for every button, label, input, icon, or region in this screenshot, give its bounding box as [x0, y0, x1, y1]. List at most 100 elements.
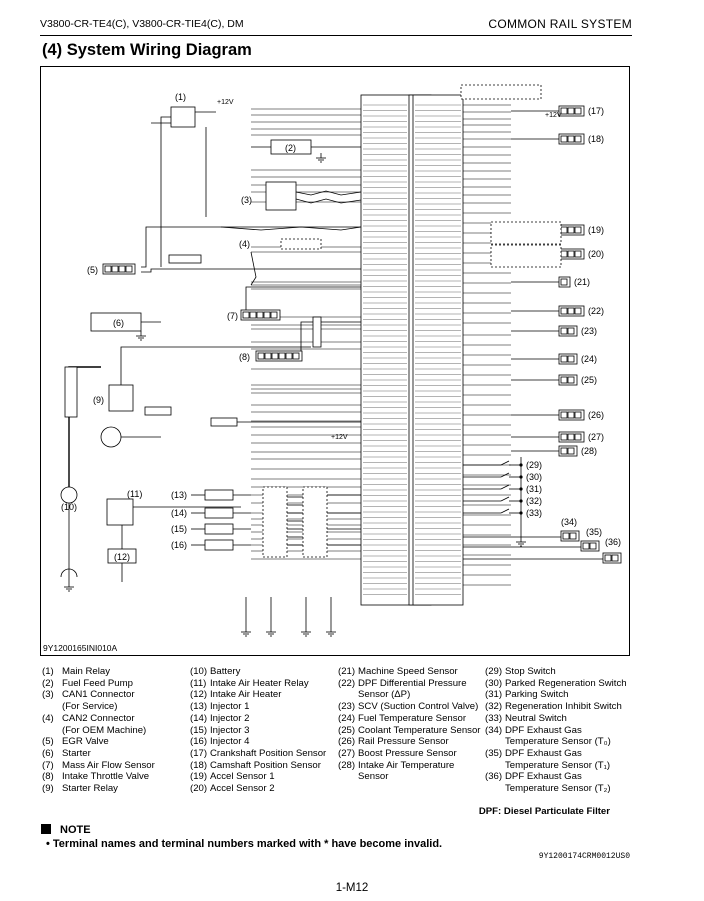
- wire: [300, 321, 361, 351]
- ecu-connector-right: [412, 94, 464, 606]
- callout-egr-valve: (5): [87, 265, 98, 275]
- callout-can2-connector: (4): [239, 239, 250, 249]
- callout-heater-relay: (11): [127, 489, 142, 499]
- switch-contact-icon: [500, 484, 510, 490]
- throttle-harness: [312, 316, 322, 348]
- callout-intake-heater: (12): [114, 552, 130, 562]
- legend-item: (3)CAN1 Connector: [42, 689, 135, 701]
- connector-pin: [111, 265, 119, 273]
- header-section: COMMON RAIL SYSTEM: [488, 17, 632, 31]
- legend-item: (15)Injector 3: [190, 724, 250, 736]
- callout-intake-throttle: (8): [239, 352, 250, 362]
- connector-pin: [567, 226, 575, 234]
- connector-pin: [562, 532, 570, 540]
- connector-pin: [256, 311, 264, 319]
- legend-item: (18)Camshaft Position Sensor: [190, 759, 321, 771]
- callout-injector-4: (16): [171, 540, 187, 550]
- connector-pin: [560, 250, 568, 258]
- legend-item: (32)Regeneration Inhibit Switch: [485, 701, 622, 713]
- callout-coolant-temp-sensor: (25): [581, 375, 597, 385]
- legend-item: (7)Mass Air Flow Sensor: [42, 759, 155, 771]
- legend-item: (5)EGR Valve: [42, 736, 109, 748]
- callout-boost-pressure-sensor: (27): [588, 432, 604, 442]
- connector-pin: [574, 107, 582, 115]
- note-heading: NOTE: [41, 824, 91, 836]
- connector-pin: [569, 532, 577, 540]
- legend-item: (21)Machine Speed Sensor: [338, 666, 458, 677]
- callout-maf-sensor: (7): [227, 311, 238, 321]
- legend-item: (17)Crankshaft Position Sensor: [190, 747, 327, 759]
- callout-fuel-temp-sensor: (24): [581, 354, 597, 364]
- wire: [141, 226, 361, 268]
- connector-pin: [567, 250, 575, 258]
- callout-injector-2: (14): [171, 508, 187, 518]
- callout-switch-33: (33): [526, 508, 542, 518]
- legend-item: (13)Injector 1: [190, 701, 250, 713]
- connector-pin: [257, 352, 265, 360]
- callout-switch-31: (31): [526, 484, 542, 494]
- key-switch-icon: [100, 426, 122, 448]
- legend-item: Sensor: [358, 771, 389, 783]
- callout-scv: (23): [581, 326, 597, 336]
- accel-harness: [490, 221, 562, 245]
- voltage-label-right: +12V: [545, 112, 562, 119]
- note-marker-icon: [41, 824, 51, 834]
- fuse: [64, 366, 78, 418]
- starter-relay: [108, 384, 134, 412]
- legend-item: (2)Fuel Feed Pump: [42, 677, 133, 689]
- connector-pin: [278, 352, 286, 360]
- legend-item: (31)Parking Switch: [485, 689, 569, 701]
- injector-2: [204, 507, 234, 519]
- accel-harness: [490, 244, 562, 268]
- legend-item: (27)Boost Pressure Sensor: [338, 747, 457, 759]
- header-rule: [40, 35, 632, 36]
- callout-injector-1: (13): [171, 490, 187, 500]
- document-id: 9Y1200174CRM0012US0: [538, 852, 630, 861]
- connector-pin: [264, 352, 272, 360]
- connector-pin: [567, 411, 575, 419]
- connector-pin: [574, 135, 582, 143]
- switch-contact-icon: [500, 508, 510, 514]
- legend-item: (24)Fuel Temperature Sensor: [338, 712, 467, 724]
- legend-item: (1)Main Relay: [42, 666, 110, 677]
- connector-pin: [574, 307, 582, 315]
- callout-dpf-t1: (35): [586, 527, 602, 537]
- connector-pin: [574, 250, 582, 258]
- switch-contact-icon: [500, 460, 510, 466]
- legend-item: Temperature Sensor (T₁): [505, 759, 611, 771]
- legend-column-1: (1)Main Relay (2)Fuel Feed Pump (3)CAN1 …: [42, 666, 155, 795]
- shield-box: [460, 84, 542, 100]
- legend-item: (8)Intake Throttle Valve: [42, 771, 150, 783]
- legend-item: (10)Battery: [190, 666, 241, 677]
- connector-pin: [104, 265, 112, 273]
- legend-item: Sensor (ΔP): [358, 689, 411, 701]
- connector-pin: [560, 307, 568, 315]
- legend-item: (34)DPF Exhaust Gas: [485, 724, 582, 736]
- legend-item: (28)Intake Air Temperature: [338, 759, 455, 771]
- connector-pin: [567, 376, 575, 384]
- legend-item: (16)Injector 4: [190, 736, 250, 748]
- legend-item: (22)DPF Differential Pressure: [338, 677, 467, 689]
- can1-connector: [265, 181, 297, 211]
- callout-intake-air-temp-sensor: (28): [581, 446, 597, 456]
- relay-resistor: [144, 406, 172, 416]
- battery-icon: [60, 486, 78, 504]
- callout-starter-relay: (9): [93, 395, 104, 405]
- connector-pin: [574, 411, 582, 419]
- connector-pin: [270, 311, 278, 319]
- connector-pin: [560, 376, 568, 384]
- legend-column-4: (29)Stop Switch (30)Parked Regeneration …: [485, 666, 627, 795]
- callout-main-relay: (1): [175, 92, 186, 102]
- connector-pin: [582, 542, 590, 550]
- callout-fuel-feed-pump: (2): [285, 143, 296, 153]
- connector-pin: [560, 327, 568, 335]
- diagram-ref-code: 9Y1200165INI010A: [43, 643, 120, 653]
- legend-item: (9)Starter Relay: [42, 783, 118, 795]
- injector-3: [204, 523, 234, 535]
- legend-item: (For OEM Machine): [62, 724, 147, 736]
- wiring-diagram: (1)+12V(2)(3)(4)(5)(6)(7)(8)(9)(10)(11)(…: [40, 66, 630, 656]
- legend-item: (25)Coolant Temperature Sensor: [338, 724, 481, 736]
- page-title: (4) System Wiring Diagram: [42, 41, 252, 59]
- can1-twisted-pair: [295, 190, 362, 196]
- wire: [250, 251, 257, 286]
